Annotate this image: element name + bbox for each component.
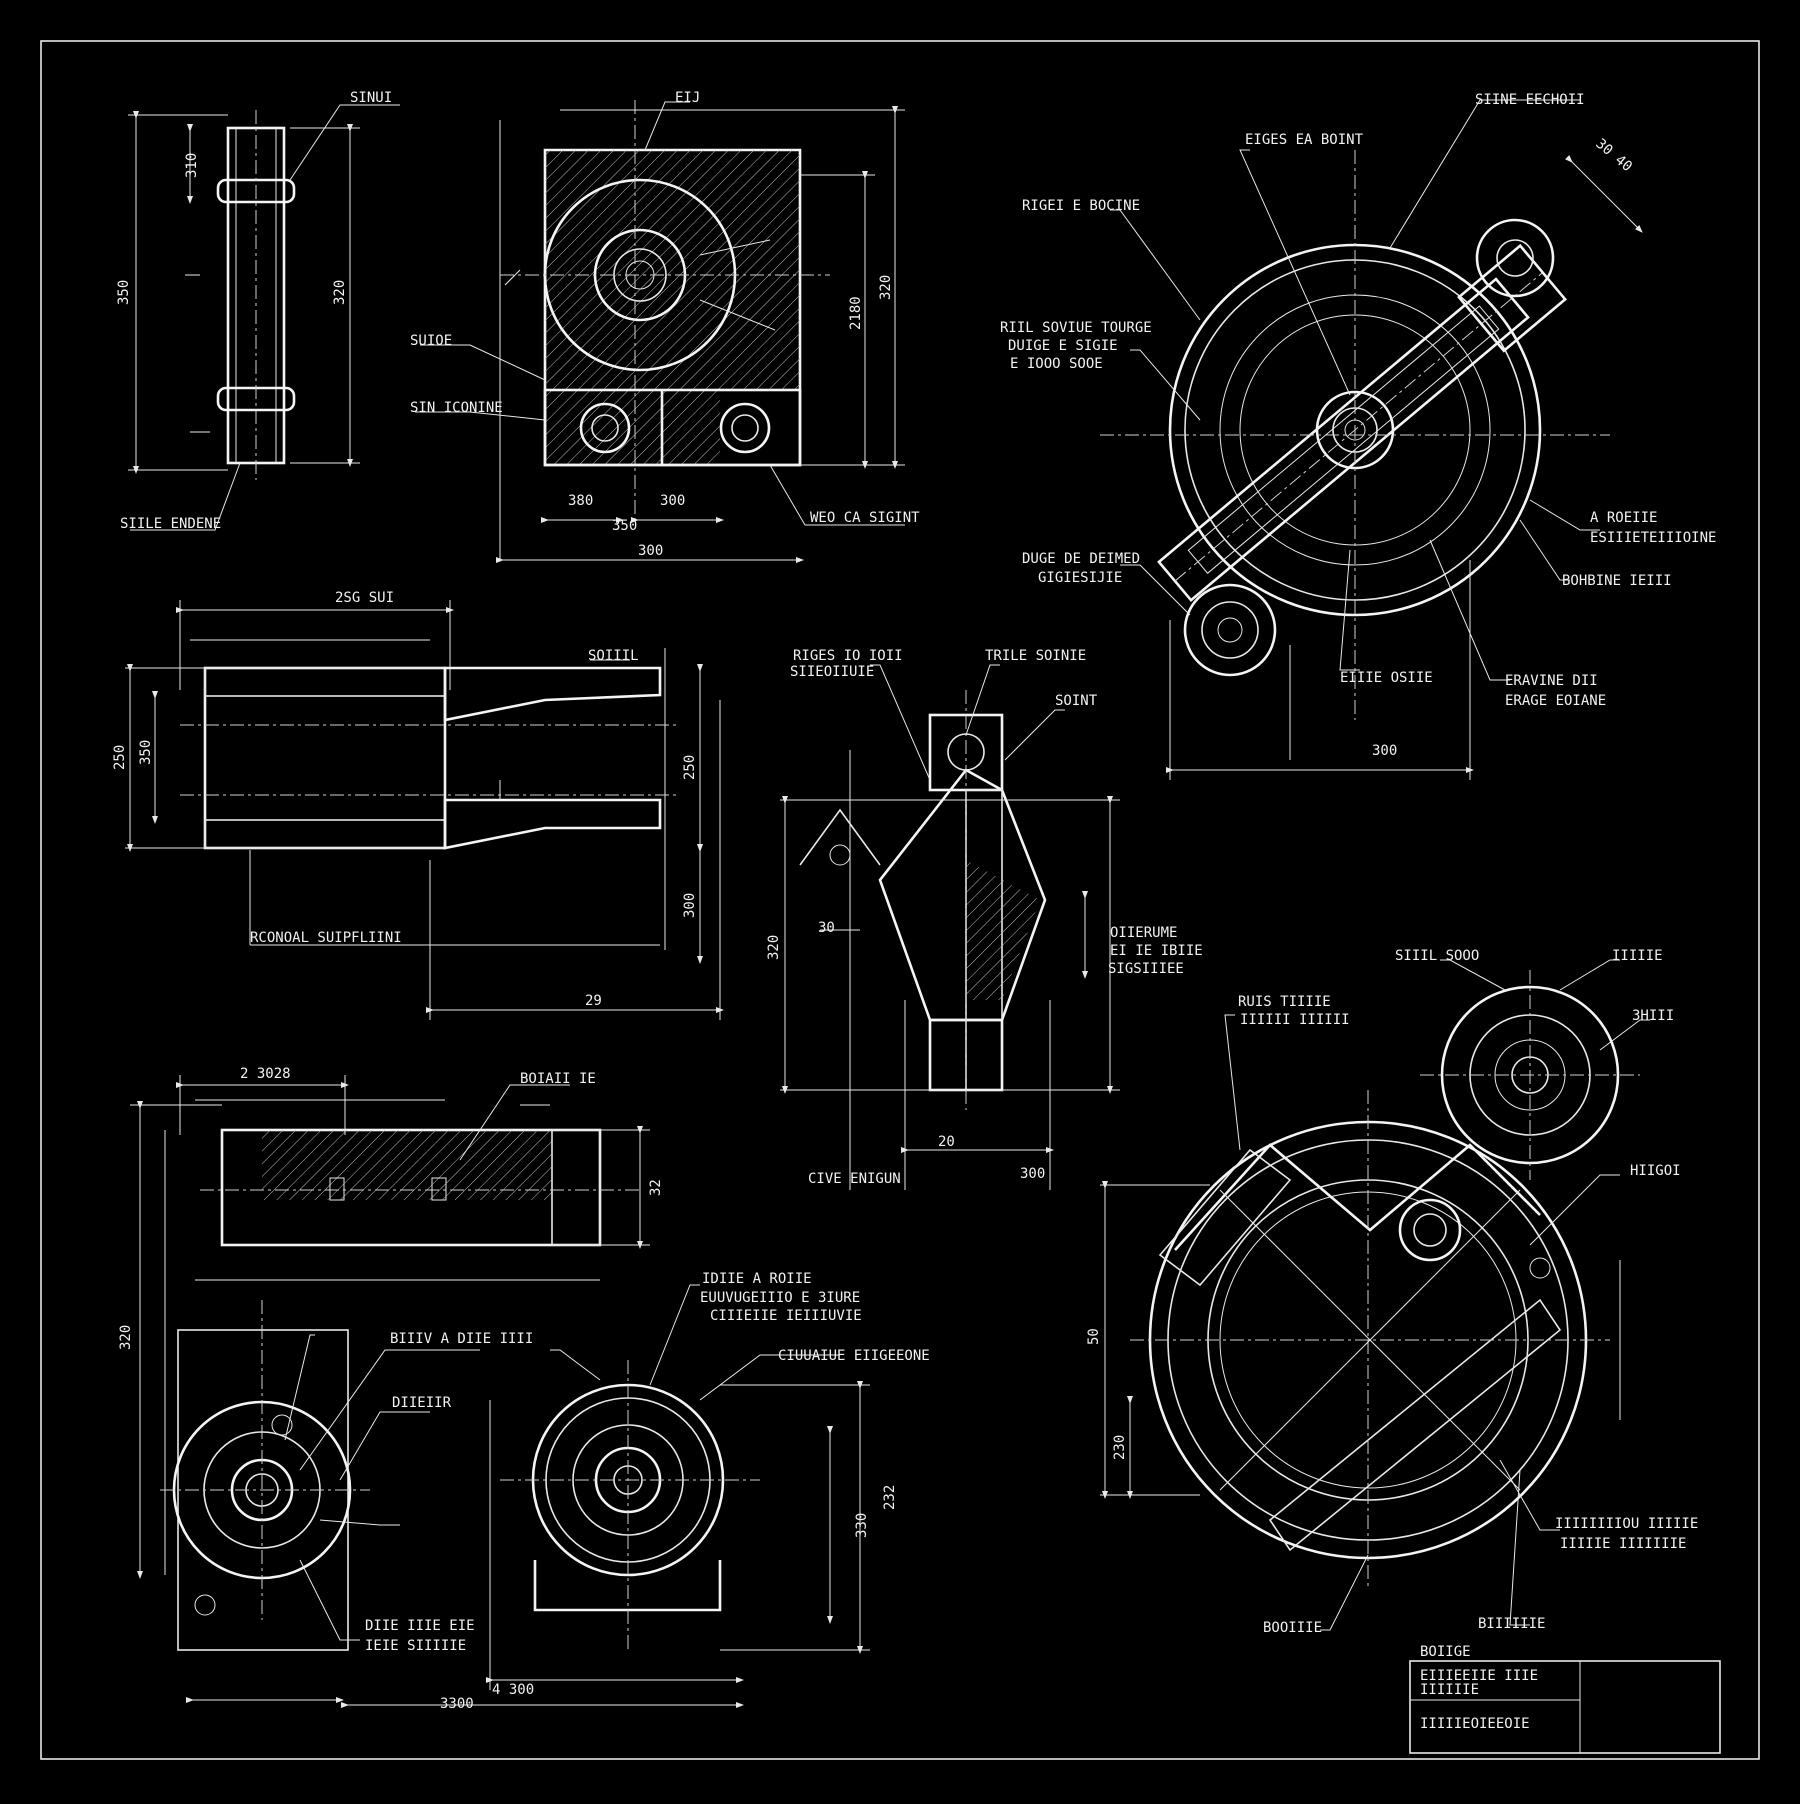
title-block [1409, 1660, 1721, 1754]
center-label-a1: RIGES IO IOII [793, 648, 903, 664]
disk-label-d2: GIGIESIJIE [1038, 570, 1122, 586]
disk-assembly-view [1100, 99, 1643, 780]
flange-dim-c: 232 [882, 1485, 898, 1510]
center-dim-a: 320 [766, 935, 782, 960]
block-dim-c: 350 [612, 518, 637, 534]
flange-dim-d: 330 [854, 1513, 870, 1538]
block-dim-h2: 320 [878, 275, 894, 300]
block-left-label-2: SIN ICONINE [410, 400, 503, 416]
center-dim-b: 20 [938, 1134, 955, 1150]
gear-label-b: IIIIIE [1612, 948, 1663, 964]
bar-top-dim: 2 3028 [240, 1066, 291, 1082]
gear-label-e: HIIGOI [1630, 1163, 1681, 1179]
disk-label-d1: DUGE DE DEIMED [1022, 551, 1140, 567]
gear-label-d: 3HIII [1632, 1008, 1674, 1024]
disk-label-c3: E IOOO SOOE [1010, 356, 1103, 372]
center-label-a2: SIIEOIIUIE [790, 664, 874, 680]
disk-dim-corner: 30 40 [1592, 136, 1635, 175]
gear-bottom-a: BOOIIIE [1263, 1620, 1322, 1636]
block-dim-h1: 2180 [848, 296, 864, 330]
flange-dim-b: 4 300 [492, 1682, 534, 1698]
disk-label-a: EIGES EA BOINT [1245, 132, 1364, 148]
bar-view [130, 1075, 650, 1579]
bar-dim-b: 320 [118, 1325, 134, 1350]
center-dim-d: 30 [818, 920, 835, 936]
center-label-b: TRILE SOINIE [985, 648, 1086, 664]
bracket-view [780, 664, 1120, 1190]
block-right-label: WEO CA SIGINT [810, 510, 920, 526]
bar-dim-a: 32 [648, 1179, 664, 1196]
block-top-label: EIJ [675, 90, 700, 106]
disk-label-c1: RIIL SOVIUE TOURGE [1000, 320, 1152, 336]
disk-label-c2: DUIGE E SIGIE [1008, 338, 1118, 354]
center-label-c: SOINT [1055, 693, 1098, 709]
disk-label-g: EIIIE OSIIE [1340, 670, 1433, 686]
center-label-r2: EI IE IBIIE [1110, 943, 1203, 959]
disk-label-f: BOHBINE IEIII [1562, 573, 1672, 589]
flange-bottom-1: DIIE IIIE EIE [365, 1618, 475, 1634]
slide-label: SOIIIL [588, 648, 639, 664]
flange-dim-a: 3300 [440, 1696, 474, 1712]
gear-label-f1: IIIIIIIIOU IIIIIE [1555, 1516, 1698, 1532]
pin-view [128, 104, 400, 531]
flange-label-d2: EUUVUGEIIIO E 3IURE [700, 1290, 860, 1306]
gear-label-c2: IIIIII IIIIII [1240, 1012, 1350, 1028]
pin-dim-3: 320 [332, 280, 348, 305]
slide-top-dim: 2SG SUI [335, 590, 394, 606]
gear-housing-view [1100, 959, 1650, 1631]
flange-view [160, 1284, 870, 1708]
center-bottom-label: CIVE ENIGUN [808, 1171, 901, 1187]
center-label-r1: OIIERUME [1110, 925, 1177, 941]
flange-label-d1: IDIIE A ROIIE [702, 1271, 812, 1287]
gear-dim-a: 50 [1086, 1328, 1102, 1345]
slide-dim-b: 350 [138, 740, 154, 765]
flange-label-a: BIIIV A DIIE IIII [390, 1331, 533, 1347]
slide-dim-c: 250 [682, 755, 698, 780]
disk-label-e2: ESIIIETEIIIOINE [1590, 530, 1716, 546]
flange-bottom-2: IEIE SIIIIIE [365, 1638, 466, 1654]
disk-top-label: SIINE EECHOII [1475, 92, 1585, 108]
slide-view [125, 600, 724, 1020]
title-block-4: IIIIIEOIEEOIE [1420, 1716, 1530, 1732]
block-dim-b: 300 [660, 493, 685, 509]
disk-label-e1: A ROEIIE [1590, 510, 1657, 526]
gear-label-c: RUIS TIIIIE [1238, 994, 1331, 1010]
pin-dim-1: 310 [184, 153, 200, 178]
sheet-border [40, 40, 1760, 1760]
slide-dim-d: 300 [682, 893, 698, 918]
center-label-r3: SIGSIIIEE [1108, 961, 1184, 977]
disk-dim: 300 [1372, 743, 1397, 759]
disk-label-b: RIGEI E BOCINE [1022, 198, 1140, 214]
gear-label-a: SIIIL SOOO [1395, 948, 1479, 964]
flange-label-d3: CIIIEIIE IEIIIUVIE [710, 1308, 862, 1324]
gear-bottom-b: BIIIIIIE [1478, 1616, 1545, 1632]
block-left-label-1: SUIOE [410, 333, 452, 349]
title-block-3: IIIIIIE [1420, 1682, 1479, 1698]
block-dim-total: 300 [638, 543, 663, 559]
bar-label: BOIAII IE [520, 1071, 596, 1087]
slide-dim-a: 250 [112, 745, 128, 770]
slide-dim-e: 29 [585, 993, 602, 1009]
pin-bottom-label: SIILE ENDENE [120, 516, 221, 532]
title-block-2: EIIIEEIIE IIIE [1420, 1668, 1538, 1684]
block-view [415, 100, 905, 563]
flange-label-b: DIIEIIR [392, 1395, 452, 1411]
gear-label-f2: IIIIIE IIIIIIIE [1560, 1536, 1686, 1552]
block-dim-a: 380 [568, 493, 593, 509]
disk-label-h1: ERAVINE DII [1505, 673, 1598, 689]
title-block-1: BOIIGE [1420, 1644, 1471, 1660]
center-dim-c: 300 [1020, 1166, 1045, 1182]
slide-bottom-label: RCONOAL SUIPFLIINI [250, 930, 402, 946]
gear-dim-b: 230 [1112, 1435, 1128, 1460]
disk-label-h2: ERAGE EOIANE [1505, 693, 1606, 709]
pin-dim-2: 350 [116, 280, 132, 305]
flange-label-e: CIUUAIUE EIIGEEONE [778, 1348, 930, 1364]
pin-top-label: SINUI [350, 90, 392, 106]
